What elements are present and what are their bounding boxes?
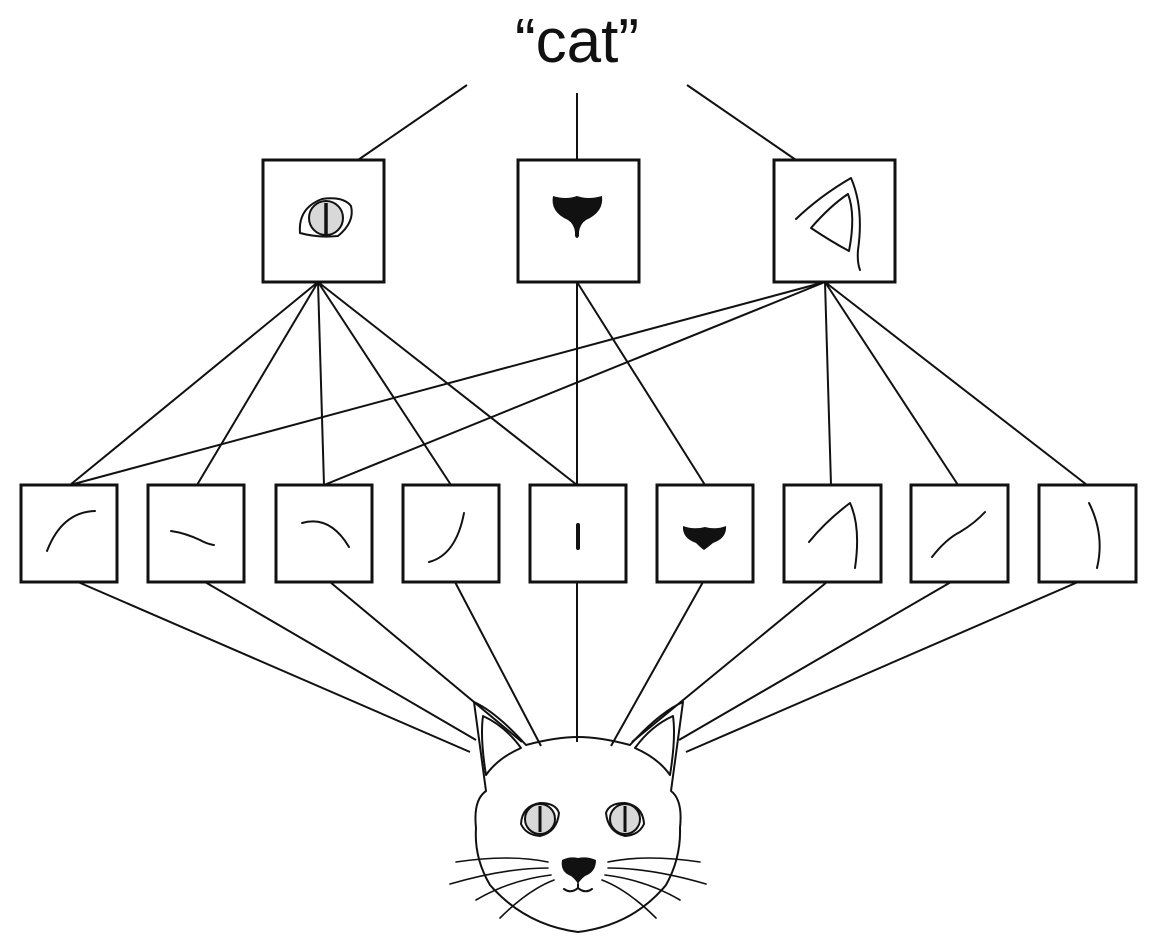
cat-left-whiskers [449,857,555,919]
slight-curve-vertical-icon [1088,502,1101,569]
high-level-nose-node [516,158,641,284]
output-label: “cat” [515,7,639,76]
curve-arc-up-icon [46,510,96,552]
low-level-node-5 [528,483,628,584]
low-level-node-2 [146,483,246,584]
high-level-eye-node [261,158,386,284]
curve-wave-icon [170,530,215,546]
low-level-node-4 [401,483,501,584]
low-level-node-1 [19,483,119,584]
cat-head-outline [473,701,684,933]
low-level-node-7 [782,483,883,584]
nose-icon [552,196,603,238]
cat-left-eye [520,802,560,837]
high-level-ear-node [772,158,897,284]
low-level-node-3 [274,483,374,584]
low-level-node-9 [1037,483,1138,584]
cat-right-eye [605,802,645,837]
cat-right-whiskers [601,857,707,919]
cat-left-inner-ear [481,715,522,776]
cat-right-inner-ear [634,715,675,776]
low-level-node-8 [909,483,1010,584]
connections-low-to-input [77,581,1079,753]
ear-outline-icon [808,502,859,569]
cat-nose [561,857,596,884]
low-level-node-6 [655,483,755,584]
cat-face-drawing [449,701,707,933]
diagonal-line-icon [931,511,986,558]
cat-mouth [563,883,593,893]
ear-icon [795,177,861,271]
connections-output-to-high [357,84,797,161]
nose-shape-icon [682,526,727,550]
curve-hook-icon [428,512,465,563]
curve-arc-down-icon [301,520,350,548]
connections-high-to-low [69,281,1088,486]
eye-icon [298,197,353,238]
